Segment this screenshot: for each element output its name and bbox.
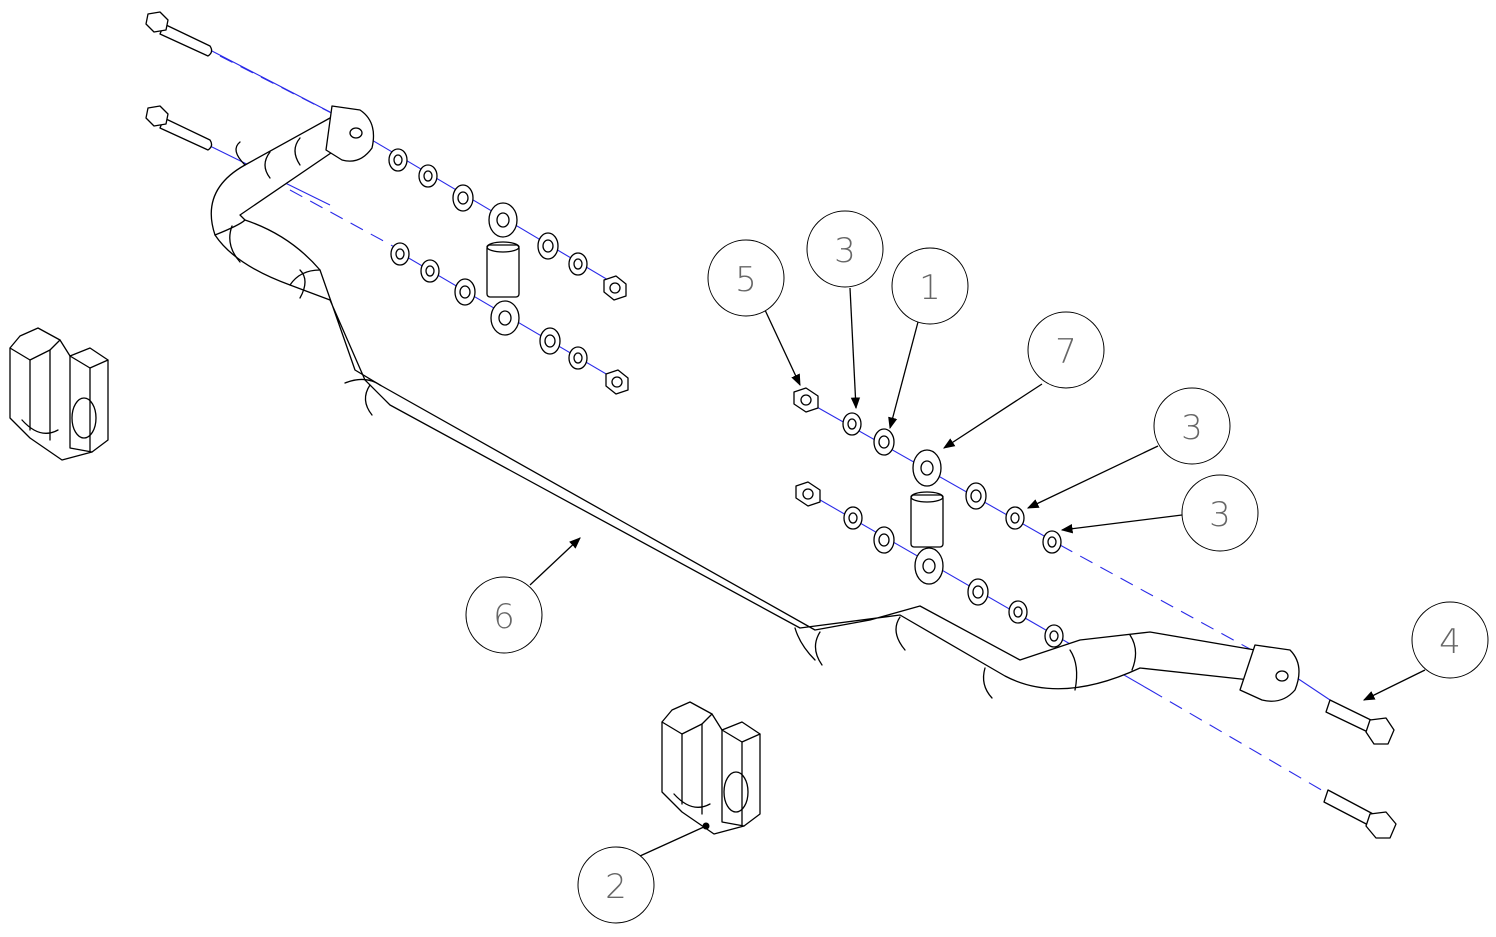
callout-2-label: 2: [605, 867, 627, 907]
callout-4: 4: [1411, 601, 1489, 679]
callout-3b-label: 3: [1181, 408, 1203, 448]
callout-6-label: 6: [493, 597, 515, 637]
bolt-right-1: [1325, 699, 1395, 745]
callout-2: 2: [577, 846, 655, 924]
leader-3a: [849, 287, 861, 410]
leader-4: [1362, 669, 1426, 701]
callout-6: 6: [465, 576, 543, 654]
callout-5: 5: [707, 239, 785, 317]
right-link-stack: [793, 387, 1064, 648]
leader-lines: [529, 287, 1426, 857]
left-link-stack: [388, 148, 629, 395]
bolt-top-left-1: [145, 11, 213, 57]
callout-7: 7: [1027, 311, 1105, 389]
callout-3b: 3: [1153, 387, 1231, 465]
callout-3c: 3: [1181, 474, 1259, 552]
leader-6: [529, 537, 581, 586]
leader-1: [888, 321, 919, 430]
leader-2-dot: [702, 822, 710, 830]
callout-1: 1: [891, 247, 969, 325]
callout-3a: 3: [806, 210, 884, 288]
leader-5: [764, 309, 801, 387]
callout-1-label: 1: [919, 268, 941, 308]
bolt-top-left-2: [145, 105, 213, 151]
leader-2: [639, 825, 707, 857]
leader-7: [943, 383, 1043, 449]
sway-bar: [210, 105, 1300, 702]
callout-4-label: 4: [1439, 622, 1461, 662]
bolt-right-2: [1323, 789, 1397, 839]
callouts: 5 3 1 7 3 3 4 6: [465, 210, 1489, 924]
leader-3c: [1060, 514, 1183, 534]
bushing-right: [661, 701, 761, 835]
callout-5-label: 5: [735, 260, 757, 300]
bushing-left: [9, 327, 109, 461]
callout-3c-label: 3: [1209, 495, 1231, 535]
callout-7-label: 7: [1055, 332, 1077, 372]
leader-3b: [1026, 445, 1159, 509]
callout-3a-label: 3: [834, 231, 856, 271]
